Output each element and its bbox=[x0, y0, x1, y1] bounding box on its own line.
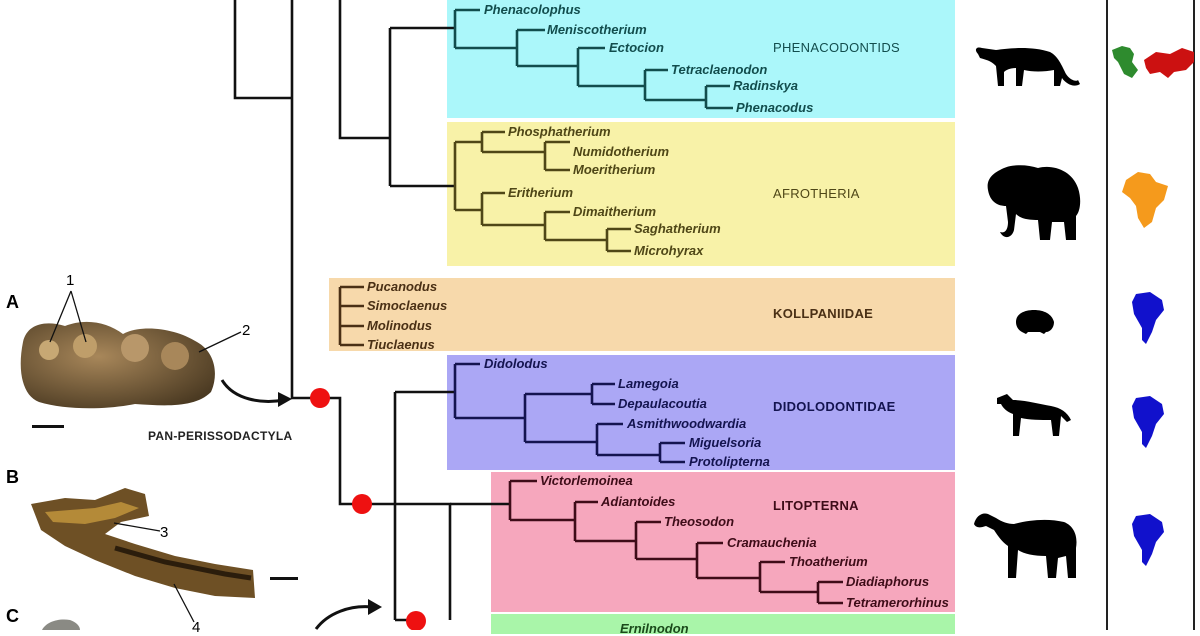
panel-label-c: C bbox=[6, 606, 19, 626]
taxon-label: Thoatherium bbox=[789, 554, 868, 569]
specimen-number: 4 bbox=[192, 619, 201, 636]
clade-label: AFROTHERIA bbox=[773, 186, 860, 201]
north-america-eurasia-map-icon bbox=[1112, 46, 1194, 78]
taxon-label: Ernilnodon bbox=[620, 621, 689, 636]
pointer-line bbox=[113, 522, 161, 532]
taxon-label: Numidotherium bbox=[573, 144, 670, 159]
africa-map-icon bbox=[1122, 172, 1168, 228]
taxon-label: Victorlemoinea bbox=[540, 473, 633, 488]
taxon-label: Meniscotherium bbox=[547, 22, 647, 37]
kollpaniidae-branches bbox=[338, 285, 364, 347]
macrauchenia-silhouette-icon bbox=[974, 513, 1077, 578]
taxon-label: Diadiaphorus bbox=[846, 574, 930, 589]
taxon-label: Eritherium bbox=[508, 185, 574, 200]
south-america-map-icon bbox=[1132, 292, 1164, 344]
taxon-label: Asmithwoodwardia bbox=[627, 416, 747, 431]
litopterna-branches bbox=[508, 479, 843, 605]
clade-label: LITOPTERNA bbox=[773, 498, 859, 513]
pointer-lines bbox=[49, 290, 87, 343]
taxon-label: Dimaitherium bbox=[573, 204, 657, 219]
taxon-label: Tiuclaenus bbox=[367, 337, 435, 352]
south-america-map-icon bbox=[1132, 396, 1164, 448]
taxon-label: Molinodus bbox=[367, 318, 432, 333]
taxon-label: Didolodus bbox=[484, 356, 548, 371]
rodent-silhouette-icon bbox=[1016, 310, 1054, 334]
fossil-jaw-image bbox=[31, 488, 255, 598]
taxon-label: Saghatherium bbox=[634, 221, 721, 236]
taxon-label: Pucanodus bbox=[367, 279, 438, 294]
clade-label: DIDOLODONTIDAE bbox=[773, 399, 896, 414]
taxon-label: Simoclaenus bbox=[367, 298, 448, 313]
hyena-silhouette-icon bbox=[997, 394, 1071, 436]
specimen-number: 3 bbox=[160, 524, 169, 541]
fossil-tooth-image bbox=[20, 321, 215, 409]
taxon-label: Phenacodus bbox=[736, 100, 814, 115]
clade-label: PHENACODONTIDS bbox=[773, 40, 900, 55]
taxon-label: Lamegoia bbox=[618, 376, 679, 391]
afrotheria-box bbox=[447, 122, 955, 266]
curved-arrow-icon bbox=[220, 379, 292, 407]
kollpaniidae-box bbox=[329, 278, 955, 351]
panel-label-b: B bbox=[6, 467, 19, 487]
column-divider bbox=[1106, 0, 1108, 630]
taxon-label: Tetraclaenodon bbox=[671, 62, 768, 77]
panel-label-a: A bbox=[6, 292, 19, 312]
taxon-label: Ectocion bbox=[609, 40, 664, 55]
taxon-label: Miguelsoria bbox=[689, 435, 762, 450]
next-clade-box bbox=[491, 614, 955, 634]
node-marker-3 bbox=[406, 611, 426, 630]
panther-silhouette-icon bbox=[975, 47, 1080, 86]
curved-arrow-icon bbox=[314, 599, 382, 630]
pan-perissodactyla-label: PAN-PERISSODACTYLA bbox=[148, 429, 293, 443]
specimen-number: 1 bbox=[66, 272, 75, 289]
taxon-label: Tetramerorhinus bbox=[846, 595, 949, 610]
node-marker-pan-perissodactyla bbox=[310, 388, 330, 408]
clade-label: KOLLPANIIDAE bbox=[773, 306, 874, 321]
afrotheria-branches bbox=[453, 130, 631, 253]
taxon-label: Moeritherium bbox=[573, 162, 656, 177]
taxon-label: Phosphatherium bbox=[508, 124, 611, 139]
phenacodontids-branches bbox=[453, 8, 733, 110]
south-america-map-icon bbox=[1132, 514, 1164, 566]
taxon-label: Microhyrax bbox=[634, 243, 704, 258]
pointer-line bbox=[198, 331, 242, 353]
taxon-label: Protolipterna bbox=[689, 454, 770, 469]
didolodontidae-box bbox=[447, 355, 955, 470]
taxon-label: Phenacolophus bbox=[484, 2, 581, 17]
column-divider bbox=[1193, 0, 1195, 630]
phenacodontids-box bbox=[447, 0, 955, 118]
fossil-skull-image bbox=[42, 619, 80, 630]
taxon-label: Adiantoides bbox=[601, 494, 676, 509]
scale-bar bbox=[32, 425, 64, 428]
pointer-line bbox=[173, 583, 195, 623]
taxon-label: Cramauchenia bbox=[727, 535, 817, 550]
node-marker-2 bbox=[352, 494, 372, 514]
didolodontidae-branches bbox=[453, 362, 685, 464]
scale-bar bbox=[270, 577, 298, 580]
taxon-label: Theosodon bbox=[664, 514, 735, 529]
taxon-label: Depaulacoutia bbox=[618, 396, 707, 411]
taxon-label: Radinskya bbox=[733, 78, 799, 93]
specimen-number: 2 bbox=[242, 322, 251, 339]
elephant-silhouette-icon bbox=[987, 165, 1081, 240]
